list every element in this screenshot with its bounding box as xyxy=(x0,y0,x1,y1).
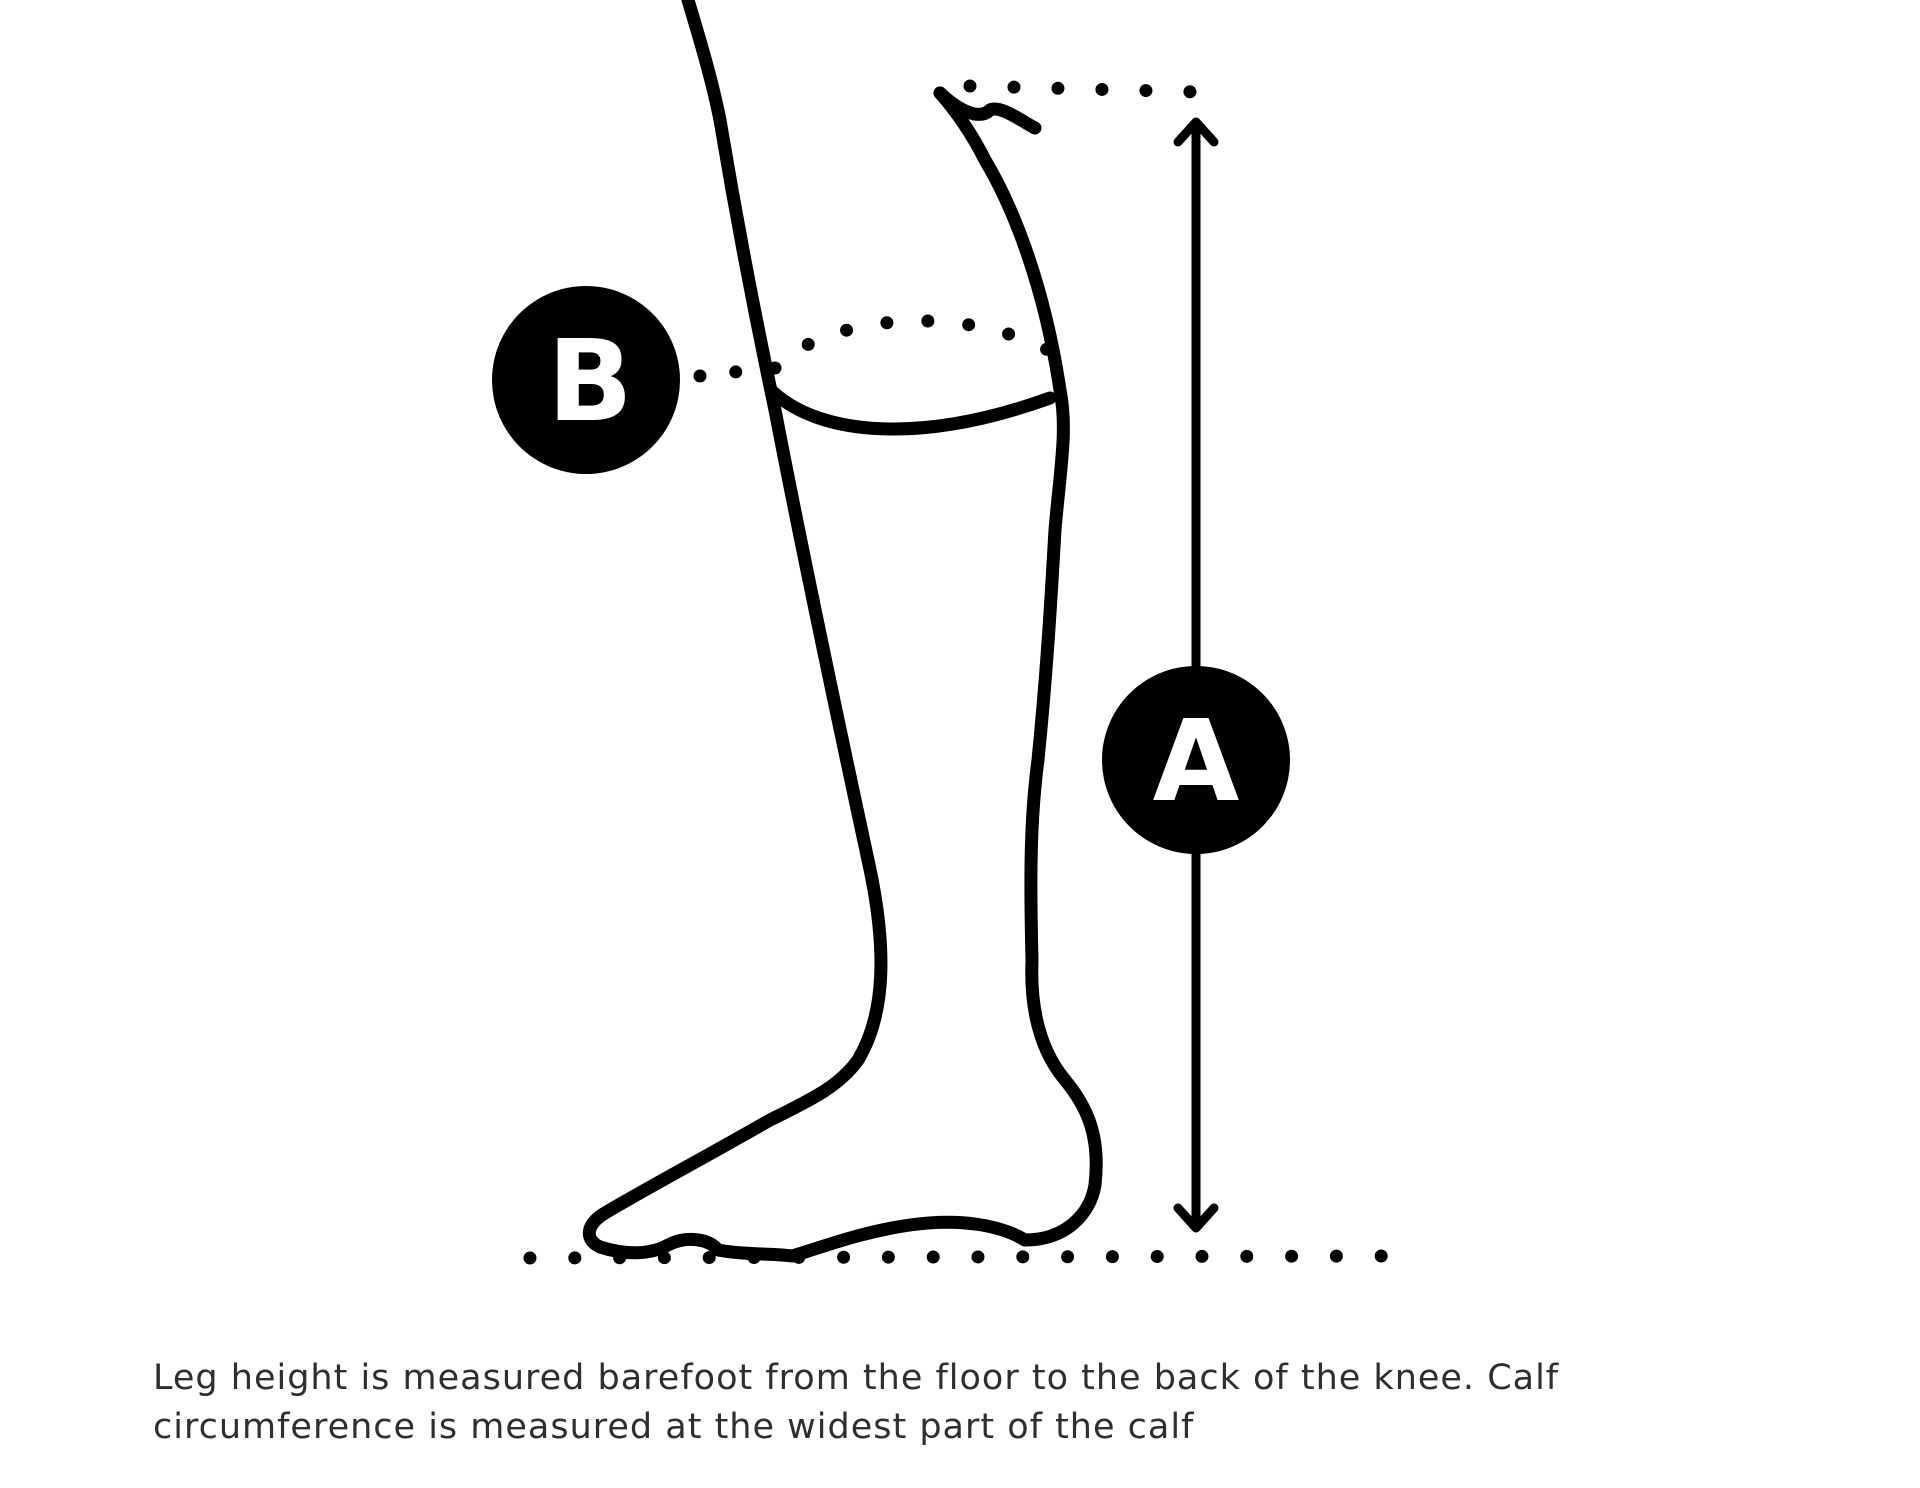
knee-hook-outline xyxy=(940,93,1035,128)
measurement-caption: Leg height is measured barefoot from the… xyxy=(153,1354,1813,1452)
calf-marker: B xyxy=(492,286,680,474)
calf-circumference-dotted-arc xyxy=(775,321,1048,368)
leg-measurement-diagram: A B xyxy=(0,0,1920,1300)
floor-dotted-line xyxy=(530,1256,1382,1258)
height-marker: A xyxy=(1102,666,1290,854)
calf-leader-dotted-line xyxy=(700,368,770,376)
foot-sole-outline xyxy=(792,1222,1025,1256)
leg-back-outline xyxy=(940,93,1096,1240)
calf-marker-label: B xyxy=(547,317,632,447)
knee-level-dotted-line xyxy=(970,86,1200,92)
height-marker-label: A xyxy=(1153,697,1240,827)
calf-circumference-arc xyxy=(773,392,1050,429)
leg-front-outline xyxy=(589,0,881,1256)
